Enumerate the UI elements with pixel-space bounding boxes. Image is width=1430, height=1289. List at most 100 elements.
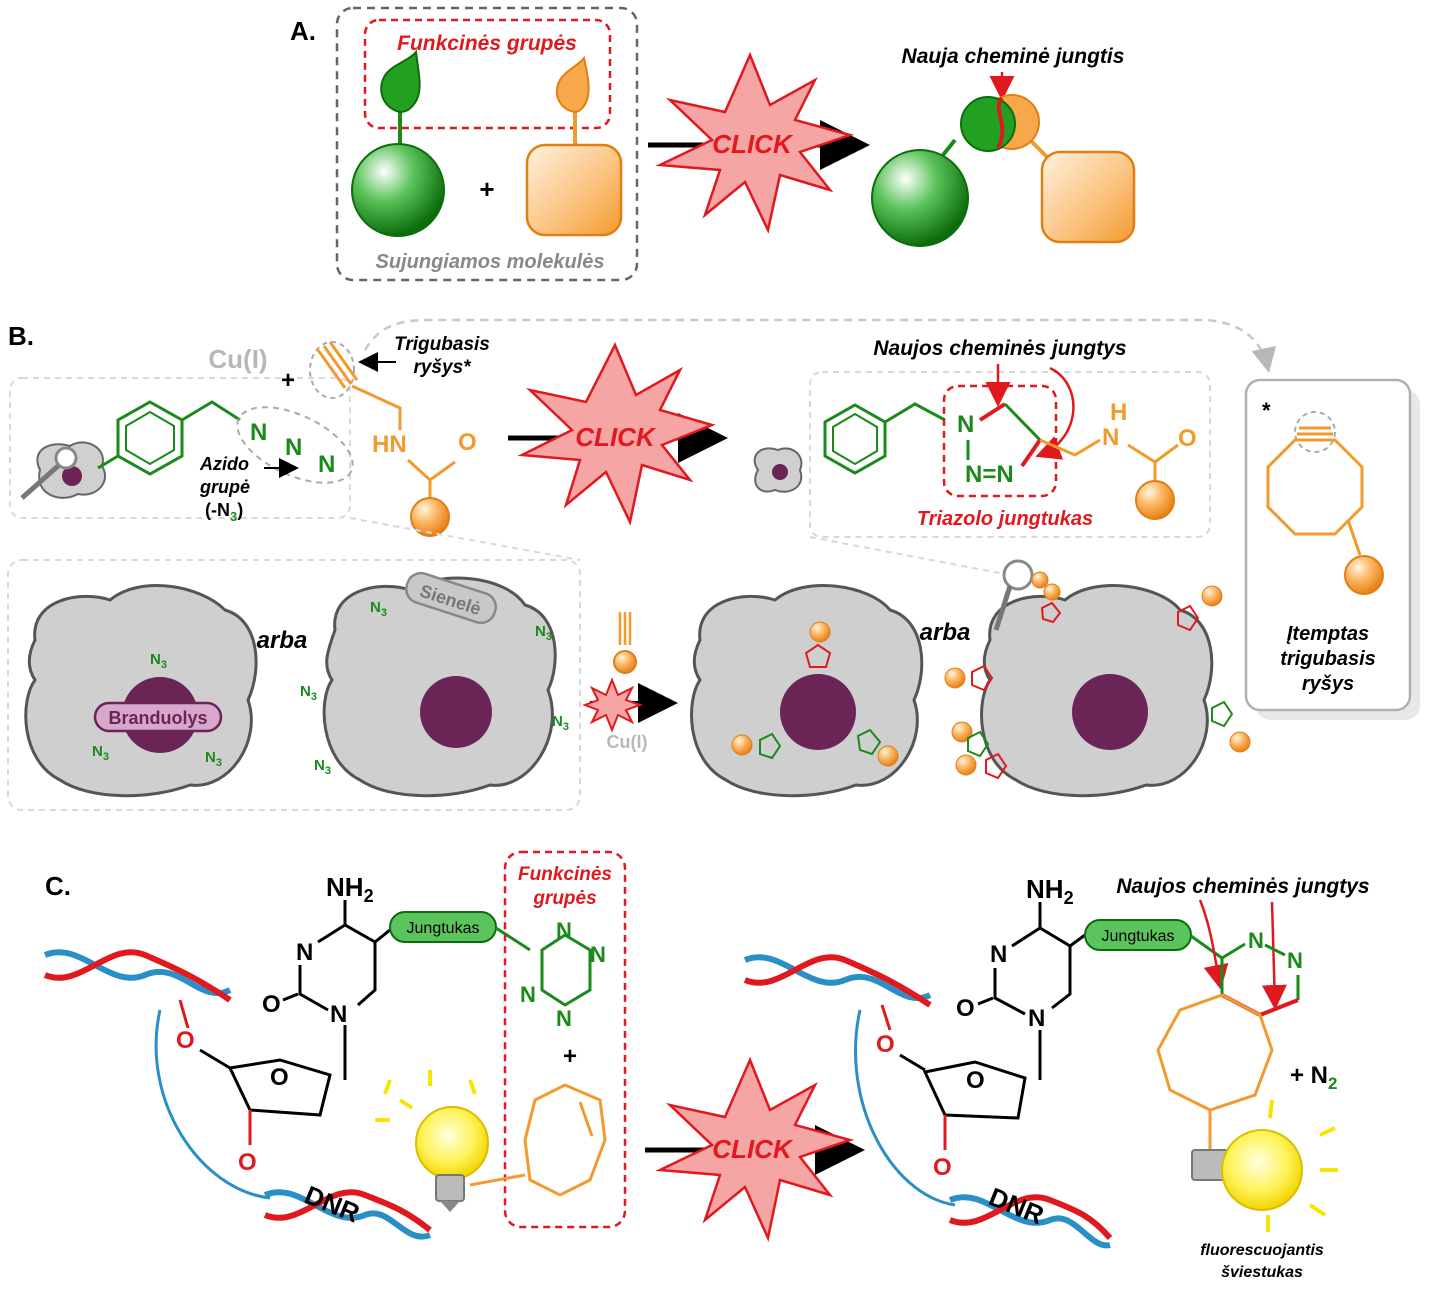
small-orange-ball [613, 650, 637, 674]
dna-right-strand-red-top [743, 954, 932, 1008]
cyt-co-right [977, 996, 994, 1006]
cell-3-triazole-left [759, 732, 782, 760]
cell-2-n3-b-n: N [535, 623, 546, 640]
click-burst-c [655, 1056, 855, 1243]
cell-2-n3-c-n: N [300, 683, 311, 700]
azide-n3: N [318, 451, 335, 478]
c5-link-right [899, 1053, 926, 1072]
linker-label-right: Jungtukas [1102, 928, 1175, 945]
product-box-b [809, 371, 1211, 538]
or-label-2: arba [920, 619, 971, 646]
functional-groups-c-2: grupės [532, 888, 596, 909]
reactant-box [9, 377, 351, 519]
magnifier-2-icon [1002, 559, 1034, 591]
product-orange-molecule [1040, 150, 1136, 244]
triazole-red-bond-2 [1020, 438, 1042, 468]
triazole-nn: N=N [965, 461, 1014, 488]
alkyne-line-3 [328, 341, 359, 381]
small-burst [582, 677, 643, 733]
dna-right-backbone [854, 1009, 956, 1207]
cell-2-n3-e-sub: 3 [325, 765, 331, 777]
dna-left-o5: O [176, 1027, 195, 1054]
cell-4-ball-l [944, 667, 966, 689]
cell-3-nucleus [780, 674, 856, 750]
amide-hn: HN [372, 431, 407, 458]
dna-right-strand-red-bottom [948, 1194, 1113, 1240]
cell-2-n3-e: N3 [314, 757, 331, 777]
cyt-linker-bond-right [1069, 933, 1086, 948]
cell-4-ball-top-1 [1031, 571, 1049, 589]
cyclooctane-product [1156, 993, 1274, 1112]
pz-n1: N [1248, 928, 1264, 953]
cell-2-n3-a-n: N [370, 599, 381, 616]
triple-bond-label-2: ryšys* [413, 357, 472, 378]
cell-1-n3-top-sub: 3 [161, 659, 167, 671]
product-green-group [960, 96, 1016, 152]
cell-1-n3-top-n: N [150, 651, 161, 668]
benzene-inner [125, 410, 175, 466]
functional-groups-label: Funkcinės grupės [397, 32, 577, 55]
cu-label-small: Cu(I) [607, 732, 648, 752]
or-label-1: arba [257, 627, 308, 654]
cyt-nh2-right-sub: 2 [1064, 888, 1074, 908]
tz-n2: N [590, 942, 606, 967]
joined-molecules-label: Sujungiamos molekulės [376, 251, 605, 273]
dna-label-right: DNR [985, 1181, 1049, 1230]
triazole-n1: N [957, 411, 974, 438]
cyt-nh2-left-main: NH [326, 872, 364, 902]
linker-label-left: Jungtukas [407, 920, 480, 937]
small-cell-right-nucleus [772, 464, 788, 480]
cell-4-triazole-r [1211, 700, 1234, 728]
cell-4-triazole-l3 [985, 752, 1008, 780]
triazole-chain [1039, 438, 1101, 457]
cyt-o2-right: O [956, 995, 975, 1022]
sugar-o-right: O [966, 1067, 985, 1094]
orange-functional-group [555, 55, 590, 114]
sugar-o-left: O [270, 1064, 289, 1091]
sugar-ring-right [922, 1060, 1027, 1120]
product-h: H [1110, 399, 1127, 426]
azido-label-2: grupė [199, 477, 250, 497]
cell-4-nucleus [1072, 674, 1148, 750]
cell-1-n3-top: N3 [150, 651, 167, 671]
click-label-b: CLICK [575, 422, 657, 452]
cell-4-triazole-top [1040, 601, 1062, 624]
cell-2-n3-d-n: N [552, 713, 563, 730]
cyt-nh2-left-sub: 2 [364, 886, 374, 906]
orange-ball-b [410, 497, 450, 537]
plus-sign-a: + [479, 174, 494, 204]
amide-o: O [458, 429, 477, 456]
cell-2-n3-d-sub: 3 [563, 721, 569, 733]
lightbulb-left-icon [375, 1070, 489, 1212]
triazole-linker-label: Triazolo jungtukas [917, 508, 1093, 530]
azide-n1: N [250, 419, 267, 446]
cell-1-n3-right-sub: 3 [216, 757, 222, 769]
tco-bulb-link [469, 1173, 526, 1187]
triazole-red-bond-1 [978, 402, 1007, 422]
panel-c-letter: C. [45, 871, 71, 901]
gray-dashed-arrow [363, 318, 1277, 373]
orange-ball-product [1135, 480, 1175, 520]
panel-b: B. Cu(I) + N N N Azido grupė (-N3) Trigu… [7, 318, 1420, 811]
click-label-a: CLICK [712, 129, 794, 159]
dna-left-link-top [178, 999, 190, 1029]
dna-right-strand-blue-bottom [948, 1194, 1111, 1249]
strained-label-2: trigubasis [1280, 648, 1376, 670]
magnifier-2-handle [993, 585, 1013, 631]
alkyne-line-1 [316, 349, 347, 389]
dna-left-strand-blue-bottom [263, 1189, 432, 1240]
linker-pill-right [1084, 919, 1192, 951]
product-green-molecule [871, 149, 969, 247]
cell-1-n3-left-n: N [92, 743, 103, 760]
cyt-nh2-right-main: NH [1026, 874, 1064, 904]
cell-2-n3-c: N3 [300, 683, 317, 703]
cell-3-triazole-right [856, 728, 882, 756]
dna-right-o5: O [876, 1031, 895, 1058]
cell-4-triazole-tr [1177, 604, 1200, 632]
cell-2-n3-b: N3 [535, 623, 552, 643]
n2-label-main: + N [1290, 1062, 1328, 1089]
cyt-linker-bond-left [374, 928, 391, 944]
azido-label-3: (-N3) [205, 500, 243, 524]
linker-pill-left [389, 911, 497, 943]
cyt-n3-left: N [296, 939, 313, 966]
